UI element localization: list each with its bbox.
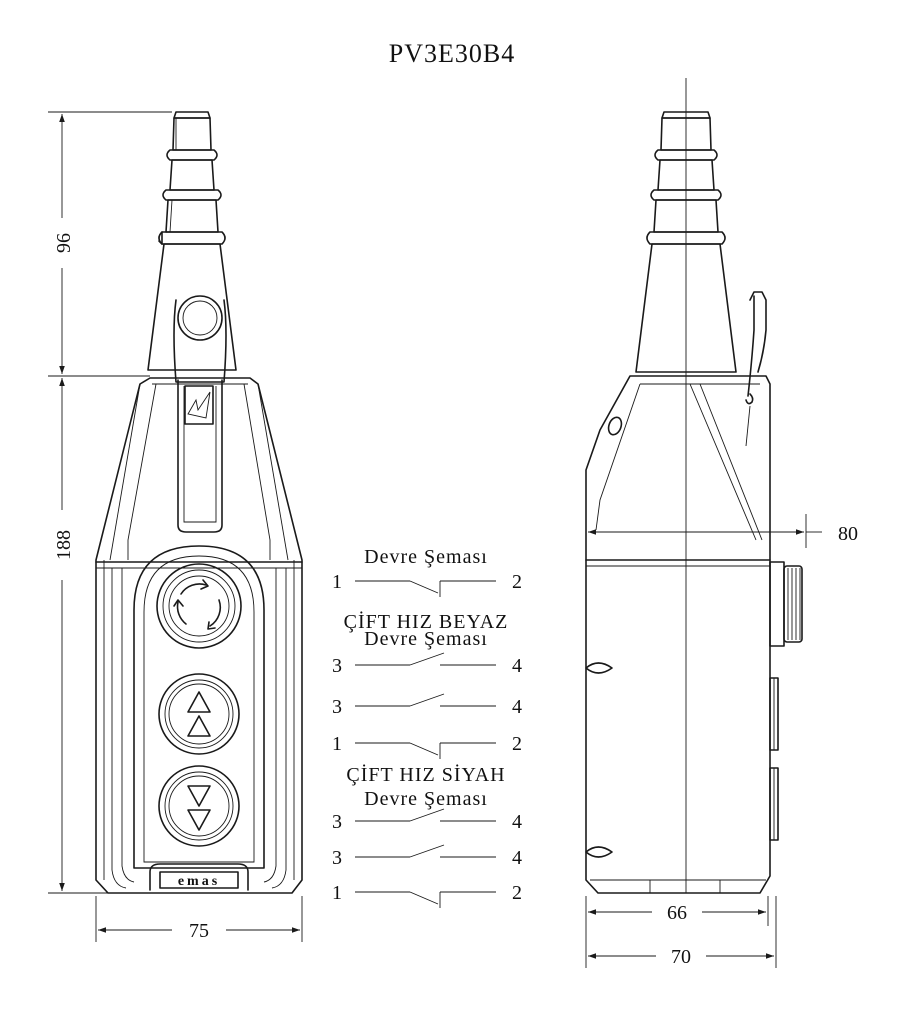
front-hanging-ring [173, 295, 227, 383]
contact-blade-open [409, 844, 445, 858]
front-view: emas 96 188 75 [48, 111, 303, 942]
terminal-left-label: 3 [332, 811, 342, 833]
front-strap [177, 379, 223, 533]
contact-blade-open [409, 652, 445, 666]
brand-logo-text: emas [178, 874, 220, 889]
terminal-left-label: 3 [332, 655, 342, 677]
terminal-left-label: 3 [332, 696, 342, 718]
brand-plate: emas [149, 863, 249, 891]
terminal-right-label: 2 [512, 882, 522, 904]
terminal-left-label: 3 [332, 847, 342, 869]
schematic-2-title: ÇİFT HIZ BEYAZ [344, 610, 509, 633]
down-button [158, 765, 240, 847]
terminal-right-label: 4 [512, 655, 522, 677]
dim-depth-outer: 70 [671, 946, 691, 968]
schematic-3-heading: Devre Şeması [364, 788, 488, 810]
front-dimensions: 96 188 75 [48, 111, 303, 942]
side-hanging-ring [745, 291, 767, 447]
rotate-arrow-icon [180, 583, 207, 595]
side-view: 80 66 70 [585, 78, 858, 968]
drawing-title: PV3E30B4 [389, 39, 515, 68]
terminal-right-label: 2 [512, 733, 522, 755]
dim-width-front: 75 [189, 920, 209, 942]
side-rotary-knob [769, 561, 803, 647]
side-housing [585, 375, 771, 894]
terminal-right-label: 4 [512, 811, 522, 833]
contact-blade-open [409, 693, 445, 707]
terminal-left-label: 1 [332, 882, 342, 904]
schematic-1-heading: Devre Şeması [364, 546, 488, 568]
side-cable-gland [635, 111, 737, 373]
side-button-down [769, 767, 779, 841]
dim-width-side: 80 [838, 523, 858, 545]
terminal-left-label: 1 [332, 733, 342, 755]
double-down-arrow-icon [187, 785, 211, 807]
side-button-up [769, 677, 779, 751]
circuit-schematics: Devre Şeması ÇİFT HIZ BEYAZ Devre Şeması… [332, 546, 522, 908]
contact-blade-closed [409, 742, 439, 756]
terminal-left-label: 1 [332, 571, 342, 593]
contact-blade-closed [409, 580, 439, 594]
dim-depth-inner: 66 [667, 902, 687, 924]
front-cable-gland [147, 111, 237, 371]
double-up-arrow-icon [187, 691, 211, 713]
terminal-right-label: 2 [512, 571, 522, 593]
terminal-right-label: 4 [512, 847, 522, 869]
front-button-panel [133, 545, 265, 869]
up-button [158, 673, 240, 755]
contact-blade-open [409, 808, 445, 822]
rotary-emergency-button [156, 563, 242, 649]
side-dimensions: 80 66 70 [585, 514, 858, 968]
dim-height-top: 96 [53, 233, 75, 253]
schematic-2-heading: Devre Şeması [364, 628, 488, 650]
contact-blade-closed [409, 891, 439, 905]
front-housing [95, 377, 303, 894]
terminal-right-label: 4 [512, 696, 522, 718]
schematic-3-title: ÇİFT HIZ SİYAH [346, 763, 505, 786]
dim-height-body: 188 [53, 530, 75, 560]
